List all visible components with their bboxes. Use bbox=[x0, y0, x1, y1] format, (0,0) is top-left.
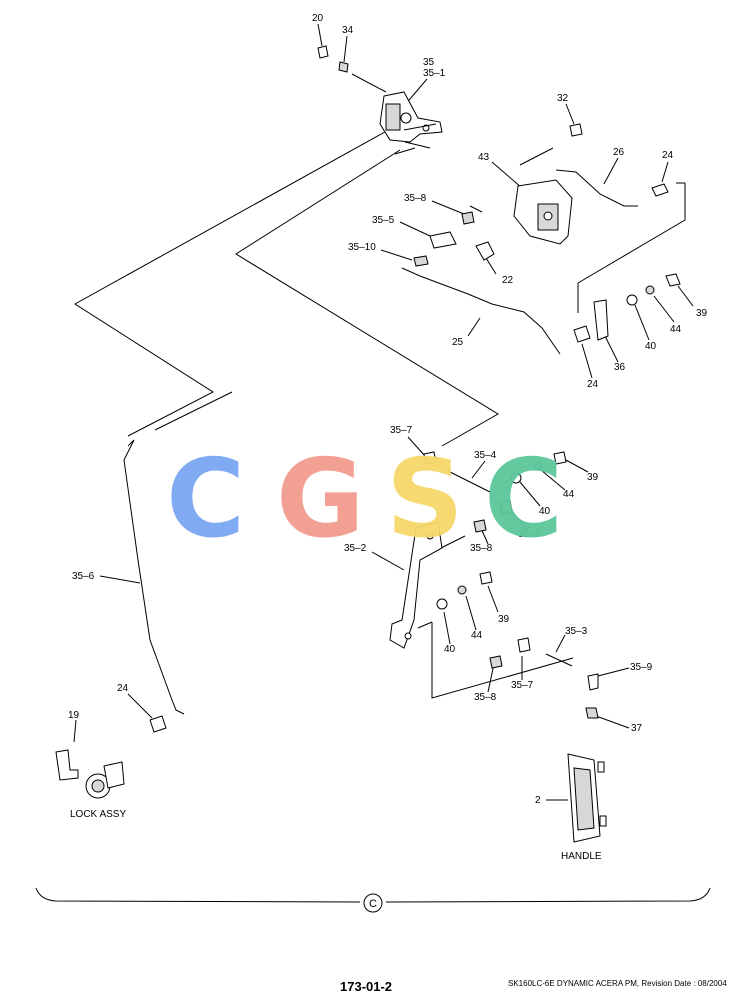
bottom-bracket: C bbox=[35, 887, 711, 913]
rod-35-6 bbox=[123, 439, 185, 715]
label-20: 20 bbox=[312, 13, 324, 24]
watermark: C G S C bbox=[166, 437, 563, 562]
clip-24-top bbox=[651, 183, 669, 197]
bolt-39-mid bbox=[553, 451, 567, 465]
bolt-35-9 bbox=[587, 673, 599, 691]
washer-40-mid bbox=[510, 472, 522, 484]
label-35-2: 35–2 bbox=[344, 543, 367, 554]
label-35-5: 35–5 bbox=[372, 215, 395, 226]
leader-lines bbox=[73, 23, 694, 801]
washer-44-top bbox=[645, 285, 655, 295]
label-19: 19 bbox=[68, 710, 80, 721]
label-35-7-c: 35–7 bbox=[511, 680, 534, 691]
label-39-b: 39 bbox=[587, 472, 599, 483]
washer-44-mid bbox=[533, 461, 543, 471]
nut-34 bbox=[338, 61, 349, 73]
clip-24-mid bbox=[573, 325, 591, 343]
label-34: 34 bbox=[342, 25, 354, 36]
label-24-c: 24 bbox=[117, 683, 129, 694]
watermark-letter-c2: C bbox=[484, 437, 563, 562]
clip-24-bottom bbox=[149, 715, 167, 733]
label-35-10: 35–10 bbox=[348, 242, 376, 253]
watermark-letter-c1: C bbox=[166, 437, 245, 562]
footer-revision: SK160LC-6E DYNAMIC ACERA PM, Revision Da… bbox=[508, 979, 727, 988]
page-number: 173-01-2 bbox=[340, 979, 392, 994]
label-35-7-a: 35–7 bbox=[390, 425, 413, 436]
handle-2 bbox=[567, 753, 607, 843]
label-32: 32 bbox=[557, 93, 569, 104]
label-44-b: 44 bbox=[563, 489, 575, 500]
nut-35-8-mid bbox=[473, 519, 487, 533]
label-35-8-c: 35–8 bbox=[474, 692, 497, 703]
lever-35-2 bbox=[389, 521, 443, 649]
label-44-c: 44 bbox=[471, 630, 483, 641]
label-24-b: 24 bbox=[587, 379, 599, 390]
bolt-35-3 bbox=[545, 653, 573, 667]
part-labels: 20 34 35 35–1 32 43 26 24 35–8 35–5 35–1… bbox=[68, 13, 708, 806]
stopper-22 bbox=[475, 241, 495, 261]
label-25: 25 bbox=[452, 337, 464, 348]
label-35-3: 35–3 bbox=[565, 626, 588, 637]
label-24-a: 24 bbox=[662, 150, 674, 161]
label-40-a: 40 bbox=[645, 341, 657, 352]
reference-lines bbox=[74, 127, 686, 699]
label-35-9: 35–9 bbox=[630, 662, 653, 673]
label-35-8-b: 35–8 bbox=[470, 543, 493, 554]
door-lock-43 bbox=[513, 179, 573, 245]
watermark-letter-s: S bbox=[386, 437, 464, 562]
watermark-letter-g: G bbox=[276, 437, 365, 562]
label-40-c: 40 bbox=[444, 644, 456, 655]
washer-40-low bbox=[436, 598, 448, 610]
circle-marker bbox=[363, 893, 383, 913]
nut-37 bbox=[585, 707, 599, 719]
caption-handle: HANDLE bbox=[561, 851, 602, 862]
label-35-6: 35–6 bbox=[72, 571, 95, 582]
label-22: 22 bbox=[502, 275, 514, 286]
bolt-35-4 bbox=[445, 469, 491, 493]
circle-marker-letter: C bbox=[369, 898, 377, 910]
clip-35-10 bbox=[413, 255, 429, 267]
label-35-4: 35–4 bbox=[474, 450, 497, 461]
pin-35-7-b bbox=[499, 499, 513, 515]
washer-40-top bbox=[626, 294, 638, 306]
label-37: 37 bbox=[631, 723, 643, 734]
label-35-8-a: 35–8 bbox=[404, 193, 427, 204]
label-36: 36 bbox=[614, 362, 626, 373]
pin-35-7-a bbox=[423, 451, 437, 465]
lock-assembly-19 bbox=[55, 749, 125, 799]
label-2: 2 bbox=[535, 795, 541, 806]
caption-lock-assy: LOCK ASSY bbox=[70, 809, 126, 820]
label-39-a: 39 bbox=[696, 308, 708, 319]
washer-44-low bbox=[457, 585, 467, 595]
label-35-7-b: 35–7 bbox=[518, 529, 541, 540]
rod-26 bbox=[555, 169, 638, 207]
label-35: 35 bbox=[423, 57, 435, 68]
rod-25 bbox=[401, 267, 561, 355]
plate-35-5 bbox=[429, 231, 457, 249]
bolt-20 bbox=[317, 45, 329, 59]
bolt-32 bbox=[569, 123, 583, 137]
label-26: 26 bbox=[613, 147, 625, 158]
nut-35-8-low bbox=[489, 655, 503, 669]
bolt-39-low bbox=[479, 571, 493, 585]
label-40-b: 40 bbox=[539, 506, 551, 517]
nut-35-8-top bbox=[461, 211, 475, 225]
label-43: 43 bbox=[478, 152, 490, 163]
label-44-a: 44 bbox=[670, 324, 682, 335]
label-35-1: 35–1 bbox=[423, 68, 446, 79]
bolt-39-top bbox=[665, 273, 681, 287]
bracket-36 bbox=[593, 299, 609, 341]
label-39-c: 39 bbox=[498, 614, 510, 625]
pin-35-7-c bbox=[517, 637, 531, 653]
latch-assembly-35 bbox=[379, 91, 443, 143]
